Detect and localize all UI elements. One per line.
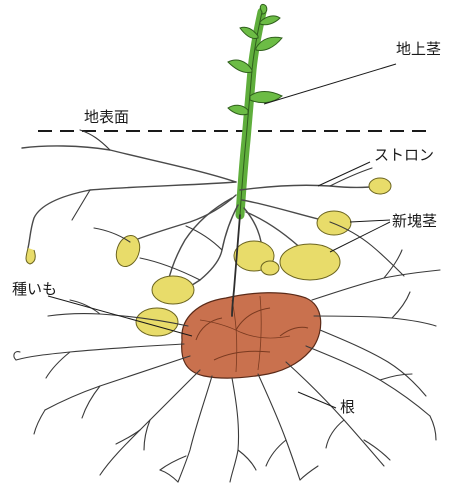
label-new-tuber: 新塊茎 <box>392 212 437 230</box>
leader-above-ground-stem <box>264 64 396 104</box>
label-root: 根 <box>340 398 355 416</box>
leader-new-tuber-1 <box>350 220 390 222</box>
label-seed-potato: 種いも <box>12 280 57 298</box>
label-above-ground-stem: 地上茎 <box>396 40 441 58</box>
leader-stolon <box>318 162 370 186</box>
seed-potato <box>182 293 321 378</box>
label-stolon: ストロン <box>374 146 434 164</box>
above-ground-stem <box>228 4 282 215</box>
leader-root <box>298 392 336 408</box>
label-ground-surface: 地表面 <box>84 108 129 126</box>
